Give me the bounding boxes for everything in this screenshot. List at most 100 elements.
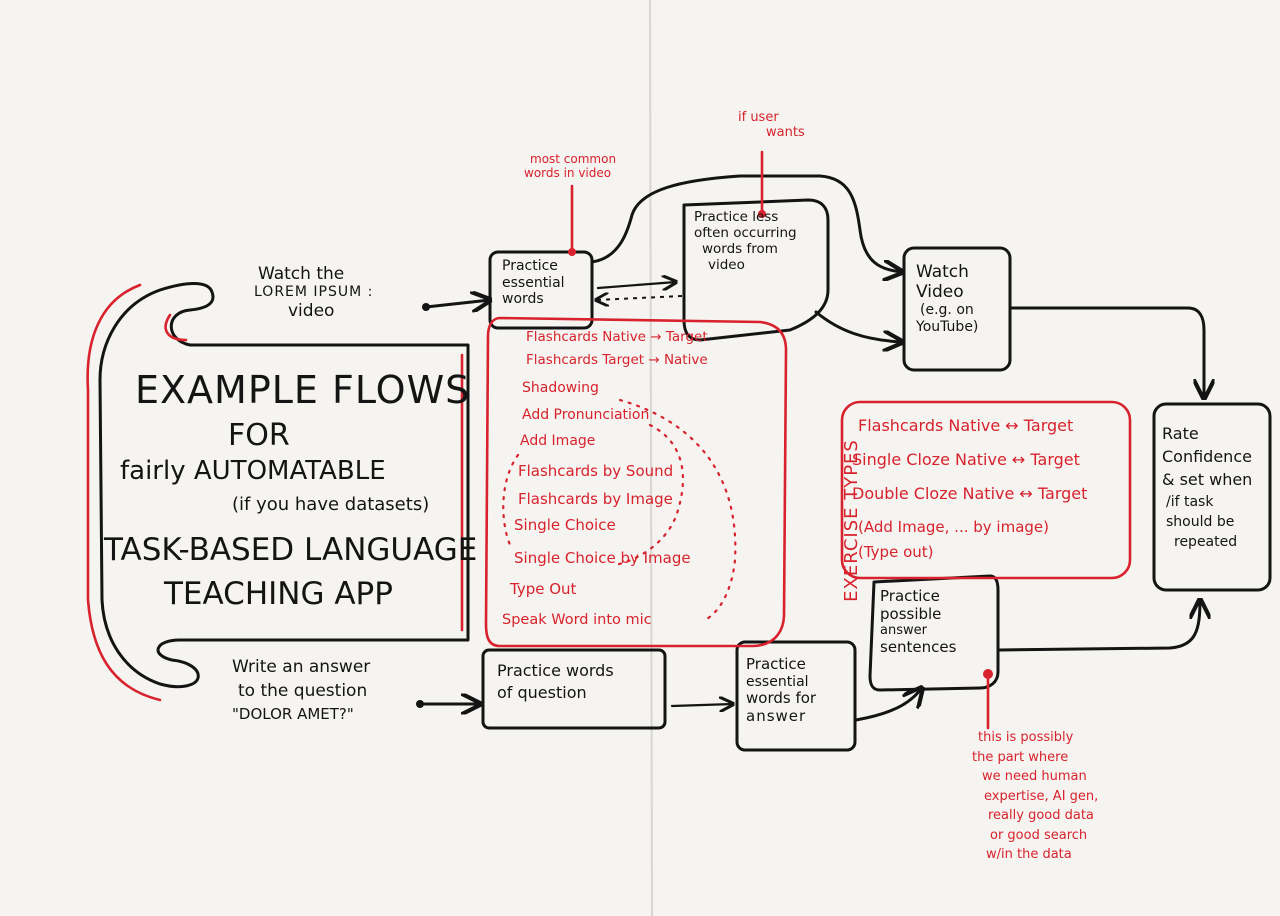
sentences-line-2: possible xyxy=(880,604,942,623)
word-exercise-item: Flashcards Native → Target xyxy=(526,329,708,345)
start-question-line-1: Write an answer xyxy=(232,657,371,677)
word-exercise-item: Single Choice by Image xyxy=(514,549,691,567)
note-expertise-line-5: really good data xyxy=(988,808,1094,823)
dotted-loop-inner xyxy=(613,423,685,567)
arrow-sentences-to-rate xyxy=(998,600,1200,652)
box-sentence-exercises xyxy=(840,400,1132,580)
word-exercise-item: Flashcards Target → Native xyxy=(526,352,708,368)
rate-line-4: /if task xyxy=(1166,493,1214,510)
start-video-label: Watch the LOREM IPSUM : video xyxy=(254,264,373,321)
arrow-watch-to-essential xyxy=(424,300,490,307)
note-expertise-line-7: w/in the data xyxy=(986,847,1072,862)
box-practice-less-often xyxy=(682,198,830,342)
word-exercise-item: Add Pronunciation xyxy=(522,407,650,423)
arrow-watch-to-rate xyxy=(1008,306,1204,398)
answer-words-line-3: words for xyxy=(746,689,817,708)
note-if-user-line-2: wants xyxy=(766,125,805,141)
note-common-words: most common words in video xyxy=(524,152,616,180)
note-expertise-line-2: the part where xyxy=(972,749,1069,765)
note-common-line-1: most common xyxy=(530,152,617,166)
title-brace-red-top xyxy=(164,313,188,342)
box-practice-words-question xyxy=(481,648,667,730)
paper-fold xyxy=(649,0,653,916)
dotted-loop-outer xyxy=(502,398,737,622)
rate-line-5: should be xyxy=(1166,513,1235,530)
word-exercise-item: Type Out xyxy=(510,580,577,598)
sentences-line-4: sentences xyxy=(880,637,957,656)
arrow-essential-to-watch xyxy=(590,174,902,272)
rate-line-2: Confidence xyxy=(1162,447,1252,467)
title-brace xyxy=(98,282,470,689)
rate-line-3: & set when xyxy=(1162,470,1253,490)
pointer-dot-expertise xyxy=(983,669,993,679)
arrow-words-to-answer xyxy=(670,704,733,706)
less-often-line-2: often occurring xyxy=(694,224,797,241)
sentence-exercise-item: (Type out) xyxy=(858,543,934,561)
arrow-essential-to-less-often xyxy=(596,282,676,288)
watch-line-3: (e.g. on xyxy=(920,302,974,319)
answer-words-line-4: answer xyxy=(746,706,807,725)
sentence-exercise-item: Flashcards Native ↔ Target xyxy=(858,416,1074,435)
note-expertise-line-4: expertise, AI gen, xyxy=(984,788,1099,804)
title-brace-red xyxy=(86,283,162,702)
practice-answer-words-label: Practice essential words for answer xyxy=(746,655,817,726)
title-line-3: fairly AUTOMATABLE xyxy=(120,456,386,486)
box-practice-sentences xyxy=(868,574,1000,692)
title-line-5: TASK-BASED LANGUAGE xyxy=(104,532,478,568)
watch-line-1: Watch xyxy=(916,262,969,282)
word-exercise-item: Shadowing xyxy=(522,380,599,396)
word-exercise-item: Speak Word into mic xyxy=(502,612,652,628)
word-exercise-item: Single Choice xyxy=(514,516,616,534)
rate-line-1: Rate xyxy=(1162,424,1199,443)
essential-line-3: words xyxy=(502,291,544,308)
words-question-line-1: Practice words xyxy=(497,661,614,680)
start-video-line-2: LOREM IPSUM : xyxy=(254,284,374,301)
start-dot-question xyxy=(416,700,424,708)
note-if-user-wants: if user wants xyxy=(738,110,805,141)
pointer-dot-common xyxy=(568,248,576,256)
note-common-line-2: words in video xyxy=(524,166,612,181)
answer-words-line-2: essential xyxy=(746,673,809,690)
sentence-exercise-item: (Add Image, ... by image) xyxy=(858,518,1049,536)
note-expertise-line-3: we need human xyxy=(982,769,1087,784)
note-human-expertise: this is possibly the part where we need … xyxy=(972,728,1098,865)
start-video-line-1: Watch the xyxy=(258,264,345,284)
sentences-line-3: answer xyxy=(880,623,927,639)
watch-line-2: Video xyxy=(916,282,964,303)
start-question-label: Write an answer to the question "DOLOR A… xyxy=(232,656,370,725)
practice-essential-words-label: Practice essential words xyxy=(502,258,565,308)
word-exercise-item: Flashcards by Sound xyxy=(518,462,674,480)
less-often-line-3: words from xyxy=(702,240,778,257)
rate-confidence-label: Rate Confidence & set when /if task shou… xyxy=(1162,422,1252,552)
answer-words-line-1: Practice xyxy=(746,655,806,673)
start-dot-video xyxy=(422,303,430,311)
rate-line-6: repeated xyxy=(1174,534,1238,551)
pointer-dot-if-user xyxy=(758,210,766,218)
title-line-2: FOR xyxy=(228,418,290,453)
box-practice-answer-words xyxy=(735,640,857,752)
start-question-line-2: to the question xyxy=(238,680,368,701)
note-if-user-line-1: if user xyxy=(738,110,779,125)
less-often-line-1: Practice less xyxy=(694,209,779,225)
practice-sentences-label: Practice possible answer sentences xyxy=(880,587,957,656)
words-question-line-2: of question xyxy=(497,683,587,703)
practice-less-often-label: Practice less often occurring words from… xyxy=(694,209,797,274)
note-expertise-line-1: this is possibly xyxy=(978,730,1074,745)
practice-words-question-label: Practice words of question xyxy=(497,660,614,705)
box-rate-confidence xyxy=(1152,402,1272,592)
arrow-less-often-to-watch xyxy=(814,310,902,342)
word-exercise-item: Add Image xyxy=(520,433,596,449)
watch-line-4: YouTube) xyxy=(916,318,979,335)
arrow-answer-to-sentences xyxy=(854,688,922,722)
note-expertise-line-6: or good search xyxy=(990,827,1088,843)
essential-line-2: essential xyxy=(502,274,565,291)
start-question-line-3: "DOLOR AMET?" xyxy=(232,704,354,723)
arrow-less-often-back xyxy=(596,296,683,300)
title-line-4: (if you have datasets) xyxy=(232,494,430,515)
box-word-exercises xyxy=(484,316,788,648)
sentences-line-1: Practice xyxy=(880,587,940,605)
watch-video-label: Watch Video (e.g. on YouTube) xyxy=(916,262,978,335)
word-exercise-item: Flashcards by Image xyxy=(518,490,673,508)
